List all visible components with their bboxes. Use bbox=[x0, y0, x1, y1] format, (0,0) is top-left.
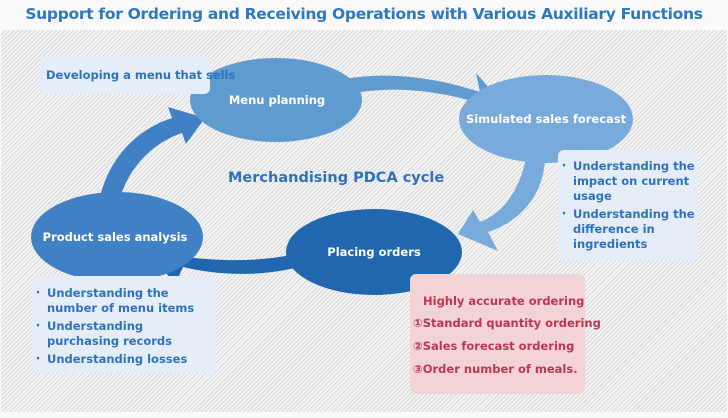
node-placing-orders bbox=[286, 209, 462, 295]
analysis-notes-box: Understanding the number of menu items U… bbox=[32, 276, 216, 373]
label-placing-orders: Placing orders bbox=[327, 245, 421, 259]
label-simulated-forecast: Simulated sales forecast bbox=[466, 112, 627, 126]
node-product-analysis bbox=[31, 192, 203, 282]
analysis-note: Understanding purchasing records bbox=[33, 319, 214, 349]
forecast-note: Understanding the impact on current usag… bbox=[559, 159, 696, 204]
ordering-item: ③Order number of meals. bbox=[413, 362, 578, 376]
cycle-label: Merchandising PDCA cycle bbox=[228, 170, 445, 186]
menu-note: Developing a menu that sells bbox=[46, 68, 236, 82]
ordering-item: ②Sales forecast ordering bbox=[413, 339, 575, 353]
ordering-heading: Highly accurate ordering bbox=[423, 294, 585, 308]
node-menu-planning bbox=[190, 58, 362, 142]
menu-note-box: Developing a menu that sells bbox=[40, 56, 235, 94]
analysis-note: Understanding losses bbox=[33, 352, 214, 367]
analysis-note: Understanding the number of menu items bbox=[33, 286, 214, 316]
node-simulated-forecast bbox=[459, 75, 633, 163]
ordering-box: Highly accurate ordering ①Standard quant… bbox=[410, 274, 601, 394]
page-title: Support for Ordering and Receiving Opera… bbox=[25, 5, 703, 23]
forecast-note: Understanding the difference in ingredie… bbox=[559, 207, 696, 252]
label-product-analysis: Product sales analysis bbox=[42, 230, 188, 244]
label-menu-planning: Menu planning bbox=[228, 93, 326, 107]
ordering-item: ①Standard quantity ordering bbox=[413, 316, 601, 330]
forecast-notes-box: Understanding the impact on current usag… bbox=[558, 150, 698, 260]
arrow-menu-to-forecast bbox=[330, 73, 505, 113]
arrow-analysis-to-menu bbox=[100, 107, 205, 198]
arrow-orders-to-analysis bbox=[149, 246, 315, 285]
arrow-forecast-to-orders bbox=[458, 158, 545, 251]
